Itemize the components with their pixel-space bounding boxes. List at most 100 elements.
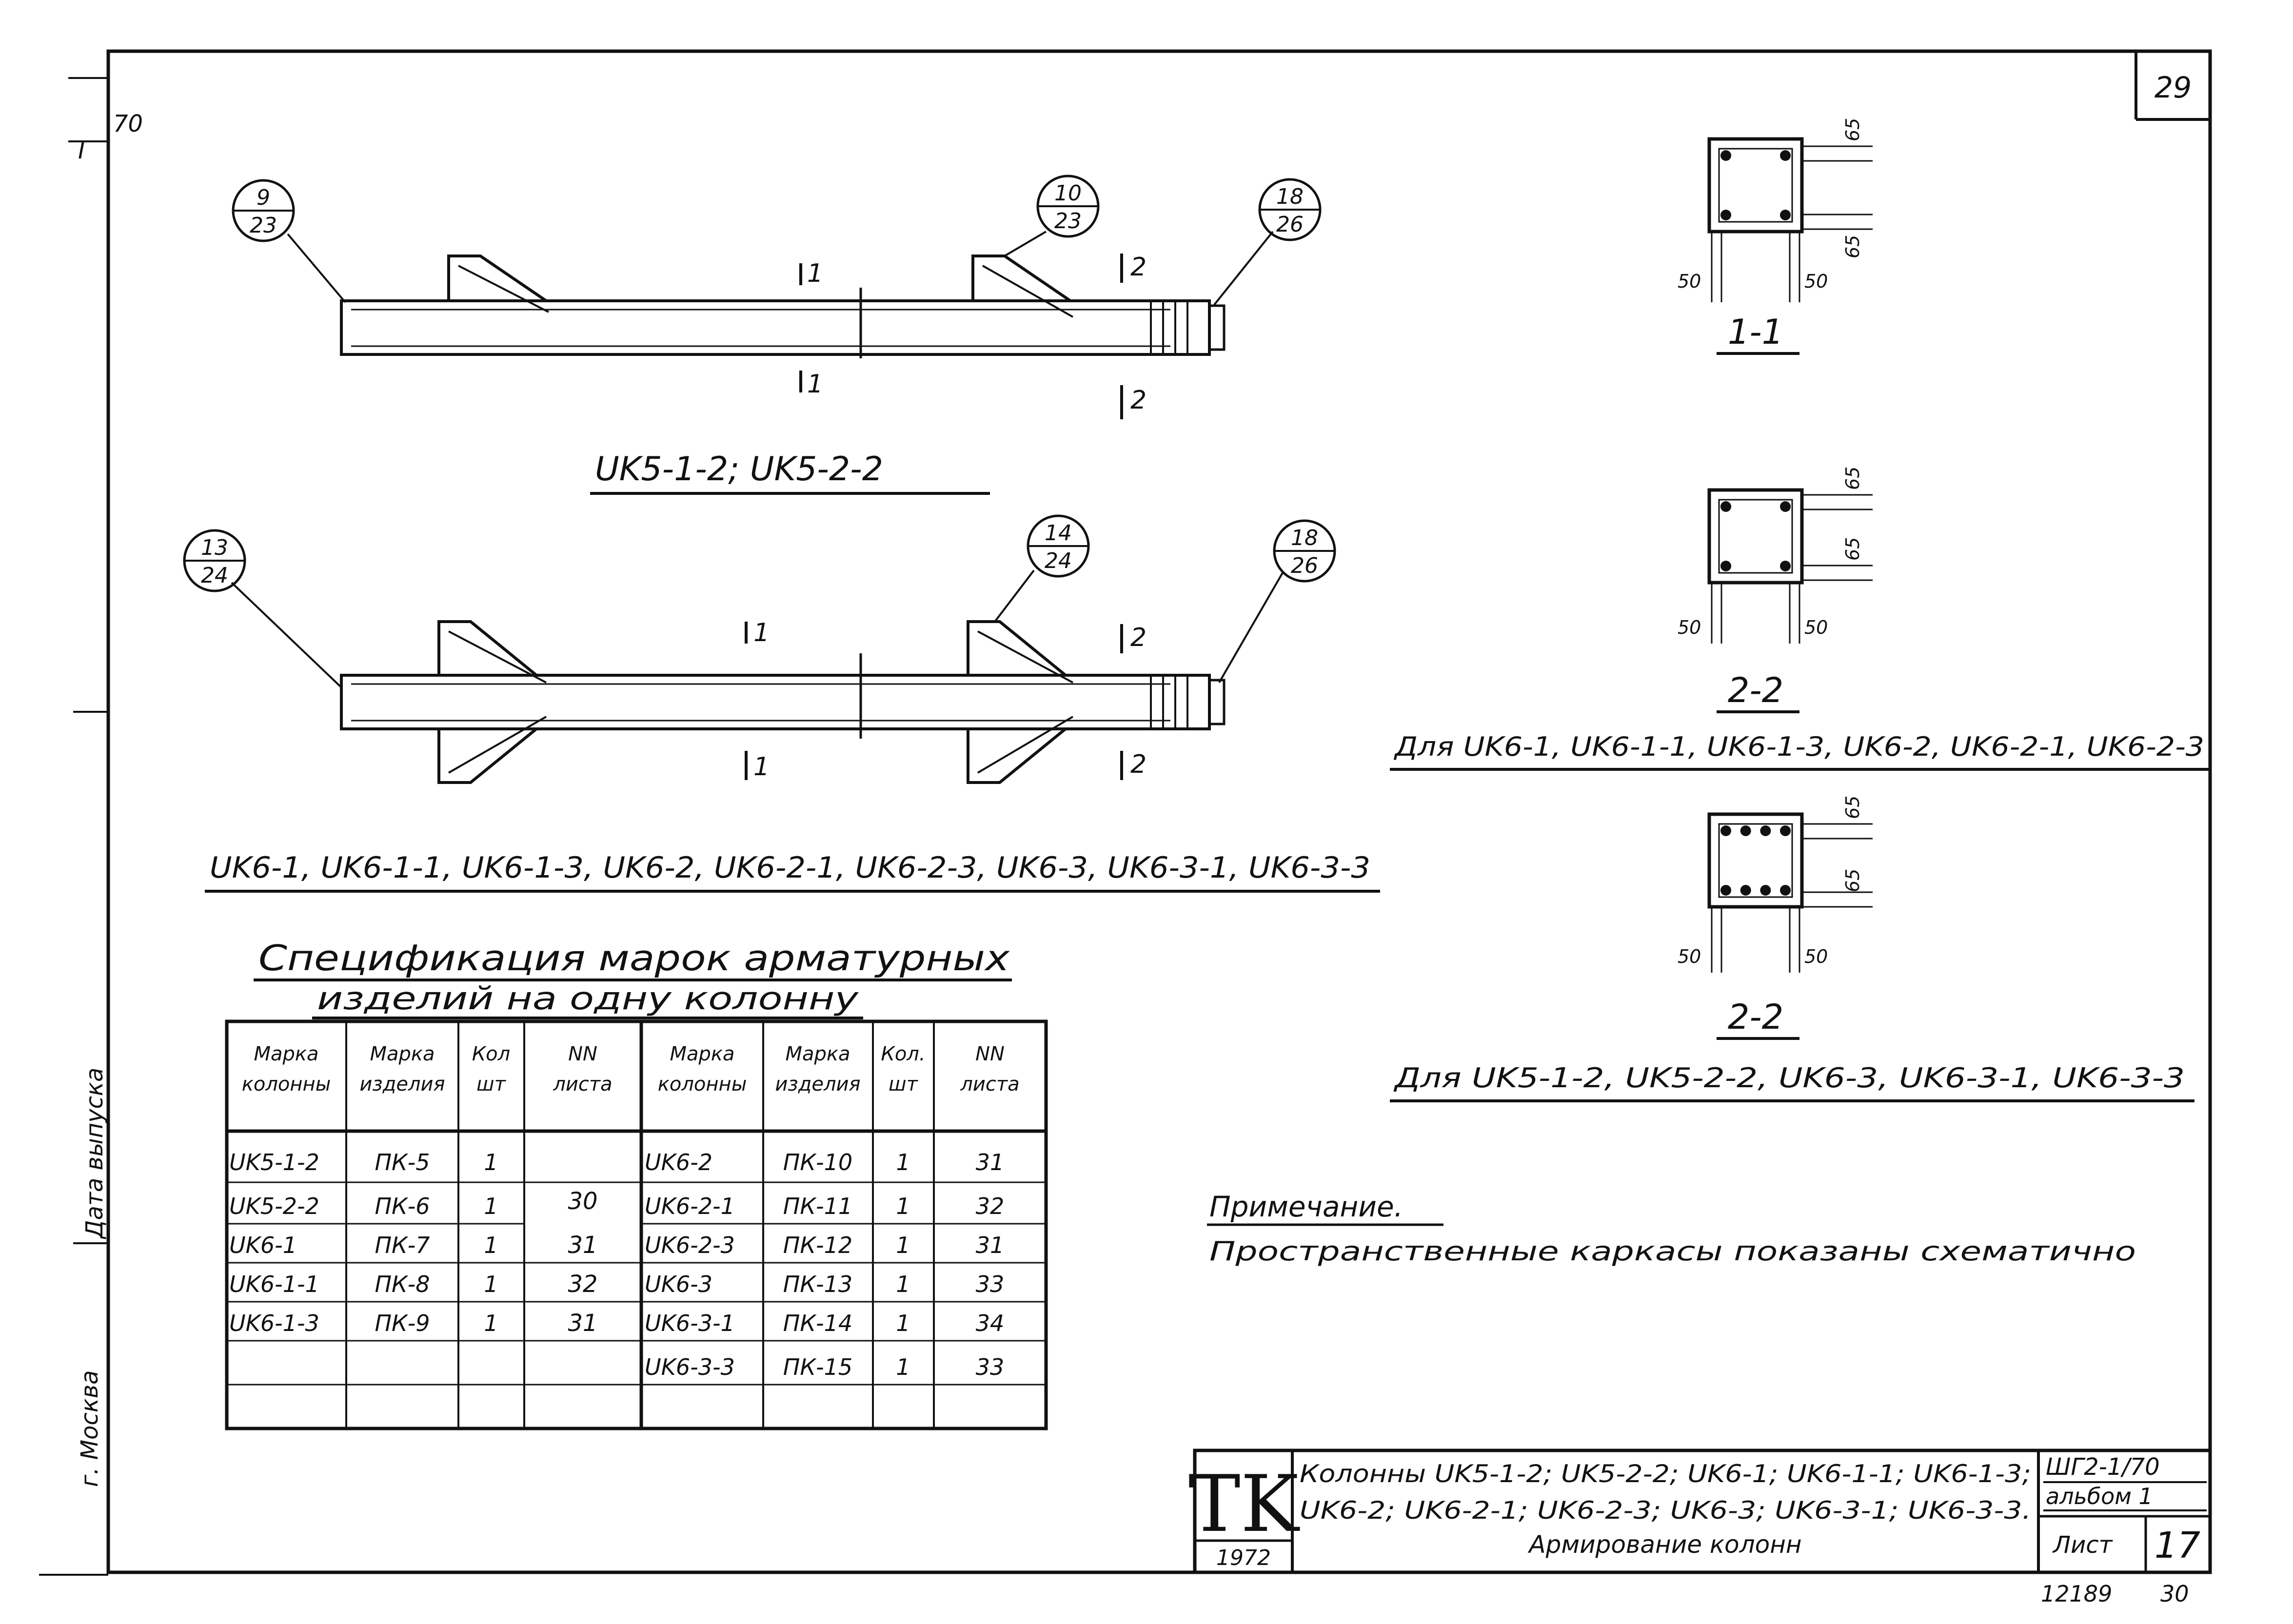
table-cell: 32 (568, 1271, 597, 1298)
rebar-dot (1720, 501, 1731, 512)
section-mark: 2 (1130, 623, 1146, 652)
callout-top: 18 (1276, 184, 1304, 209)
table-cell: 32 (976, 1193, 1005, 1219)
table-cell: UK6-3-1 (645, 1310, 735, 1336)
table-cell: 1 (896, 1149, 910, 1175)
spec-table: Спецификация марок арматурных изделий на… (225, 938, 1048, 1430)
callout-leader (231, 582, 342, 688)
callout-bottom: 26 (1276, 212, 1304, 237)
dim-label: 50 (1804, 271, 1828, 292)
section-caption: Для UK6-1, UK6-1-1, UK6-1-3, UK6-2, UK6-… (1394, 731, 2204, 762)
table-cell: UK6-1-3 (229, 1310, 319, 1336)
title-block: TK 1972 Колонны UK5-1-2; UK5-2-2; UK6-1;… (1188, 1448, 2212, 1574)
column-a-end-cap (1208, 304, 1226, 351)
column-a-corbel (971, 254, 1071, 302)
section-2-2-a: 65 65 50 50 2-2 Для UK6-1, UK6-1-1, UK6-… (1390, 467, 2209, 771)
table-cell: 1 (484, 1193, 498, 1219)
table-cell: ПК-13 (783, 1271, 852, 1297)
callout-bottom: 23 (1054, 209, 1082, 234)
rebar-dot (1720, 825, 1731, 836)
column-b-drawing: 1 1 2 2 13 24 14 24 18 26 UK6-1, UK6-1-1… (183, 514, 1380, 893)
column-a-corbel (447, 254, 547, 302)
callout-leader (287, 233, 346, 303)
callout-circle (1027, 514, 1090, 578)
table-cell: 31 (568, 1310, 597, 1337)
section-mark: 1 (807, 259, 823, 288)
section-mark: 1 (753, 618, 770, 647)
table-cell: UK6-1 (229, 1232, 297, 1258)
column-b-corbel (967, 727, 1067, 784)
section-mark: 2 (1130, 253, 1146, 282)
sheet-frame (106, 49, 2212, 1574)
table-cell: UK6-3 (645, 1271, 712, 1297)
dim-label: 50 (1678, 271, 1701, 292)
callout-top: 18 (1291, 526, 1318, 550)
table-cell: UK5-1-2 (229, 1149, 319, 1175)
callout-circle (1258, 178, 1322, 241)
callout-top: 14 (1045, 521, 1072, 546)
table-cell: UK6-1-1 (229, 1271, 319, 1297)
table-cell: UK6-2 (645, 1149, 712, 1175)
section-outline (1707, 488, 1804, 585)
column-a-corbel-bar (458, 265, 549, 313)
rebar-dot (1760, 885, 1771, 896)
section-2-2-b: 65 65 50 50 2-2 Для UK5-1-2, UK5-2-2, UK… (1390, 796, 2194, 1102)
section-bars (1720, 825, 1791, 896)
table-cell: 1 (484, 1149, 498, 1175)
album-label: альбом 1 (2046, 1483, 2153, 1509)
margin-city-label: г. Москва (76, 1370, 103, 1487)
table-cell: ПК-8 (375, 1271, 430, 1297)
margin-code: I (78, 137, 85, 164)
section-caption: Для UK5-1-2, UK5-2-2, UK6-3, UK6-3-1, UK… (1393, 1062, 2185, 1094)
callout-leader (1004, 231, 1047, 257)
rebar-dot (1780, 825, 1791, 836)
callout-bottom: 26 (1291, 553, 1318, 578)
rebar-dot (1720, 885, 1731, 896)
table-cell: 1 (484, 1310, 498, 1336)
archive-stamp: 12189 (2041, 1581, 2112, 1607)
section-stirrup (1718, 499, 1793, 574)
note: Примечание. Пространственные каркасы пок… (1207, 1190, 2136, 1267)
rebar-dot (1780, 210, 1791, 220)
table-cell: UK6-2-1 (645, 1193, 735, 1219)
dim-label: 65 (1842, 467, 1863, 490)
table-cell: 1 (896, 1310, 910, 1336)
table-cell: ПК-9 (375, 1310, 430, 1336)
table-cell: 1 (896, 1354, 910, 1380)
table-cell: UK5-2-2 (229, 1193, 319, 1219)
table-cell: 31 (976, 1149, 1005, 1175)
spec-subtitle: изделий на одну колонну (317, 981, 859, 1017)
margin-date-label: Дата выпуска (81, 1068, 108, 1239)
column-b-corbel-bar (448, 630, 547, 684)
callout-bottom: 24 (1045, 548, 1072, 573)
section-label: 2-2 (1728, 670, 1783, 710)
title-year: 1972 (1216, 1546, 1271, 1570)
table-cell: ПК-12 (783, 1232, 852, 1258)
rebar-dot (1780, 561, 1791, 571)
callout-circle (183, 529, 246, 592)
title-line-1: Колонны UK5-1-2; UK5-2-2; UK6-1; UK6-1-1… (1300, 1460, 2031, 1488)
callout-circle (1036, 175, 1100, 238)
table-header: Кол.шт (881, 1043, 925, 1096)
dim-label: 65 (1842, 869, 1863, 892)
rebar-dot (1780, 885, 1791, 896)
dim-label: 50 (1804, 617, 1828, 638)
table-cell: UK6-2-3 (645, 1232, 735, 1258)
rebar-dot (1760, 825, 1771, 836)
column-b-corbel-bar (977, 716, 1074, 774)
table-cell: ПК-5 (375, 1149, 430, 1175)
cross-sections: 65 65 50 50 1-1 65 65 50 (1390, 118, 2209, 1102)
callout-circle (1273, 519, 1336, 583)
table-frame (225, 1019, 1048, 1430)
section-mark: 2 (1130, 386, 1146, 415)
column-b-title: UK6-1, UK6-1-1, UK6-1-3, UK6-2, UK6-2-1,… (210, 851, 1370, 885)
table-cell: 1 (896, 1271, 910, 1297)
callout-bottom: 23 (250, 213, 277, 238)
callout-bottom: 24 (201, 563, 228, 588)
